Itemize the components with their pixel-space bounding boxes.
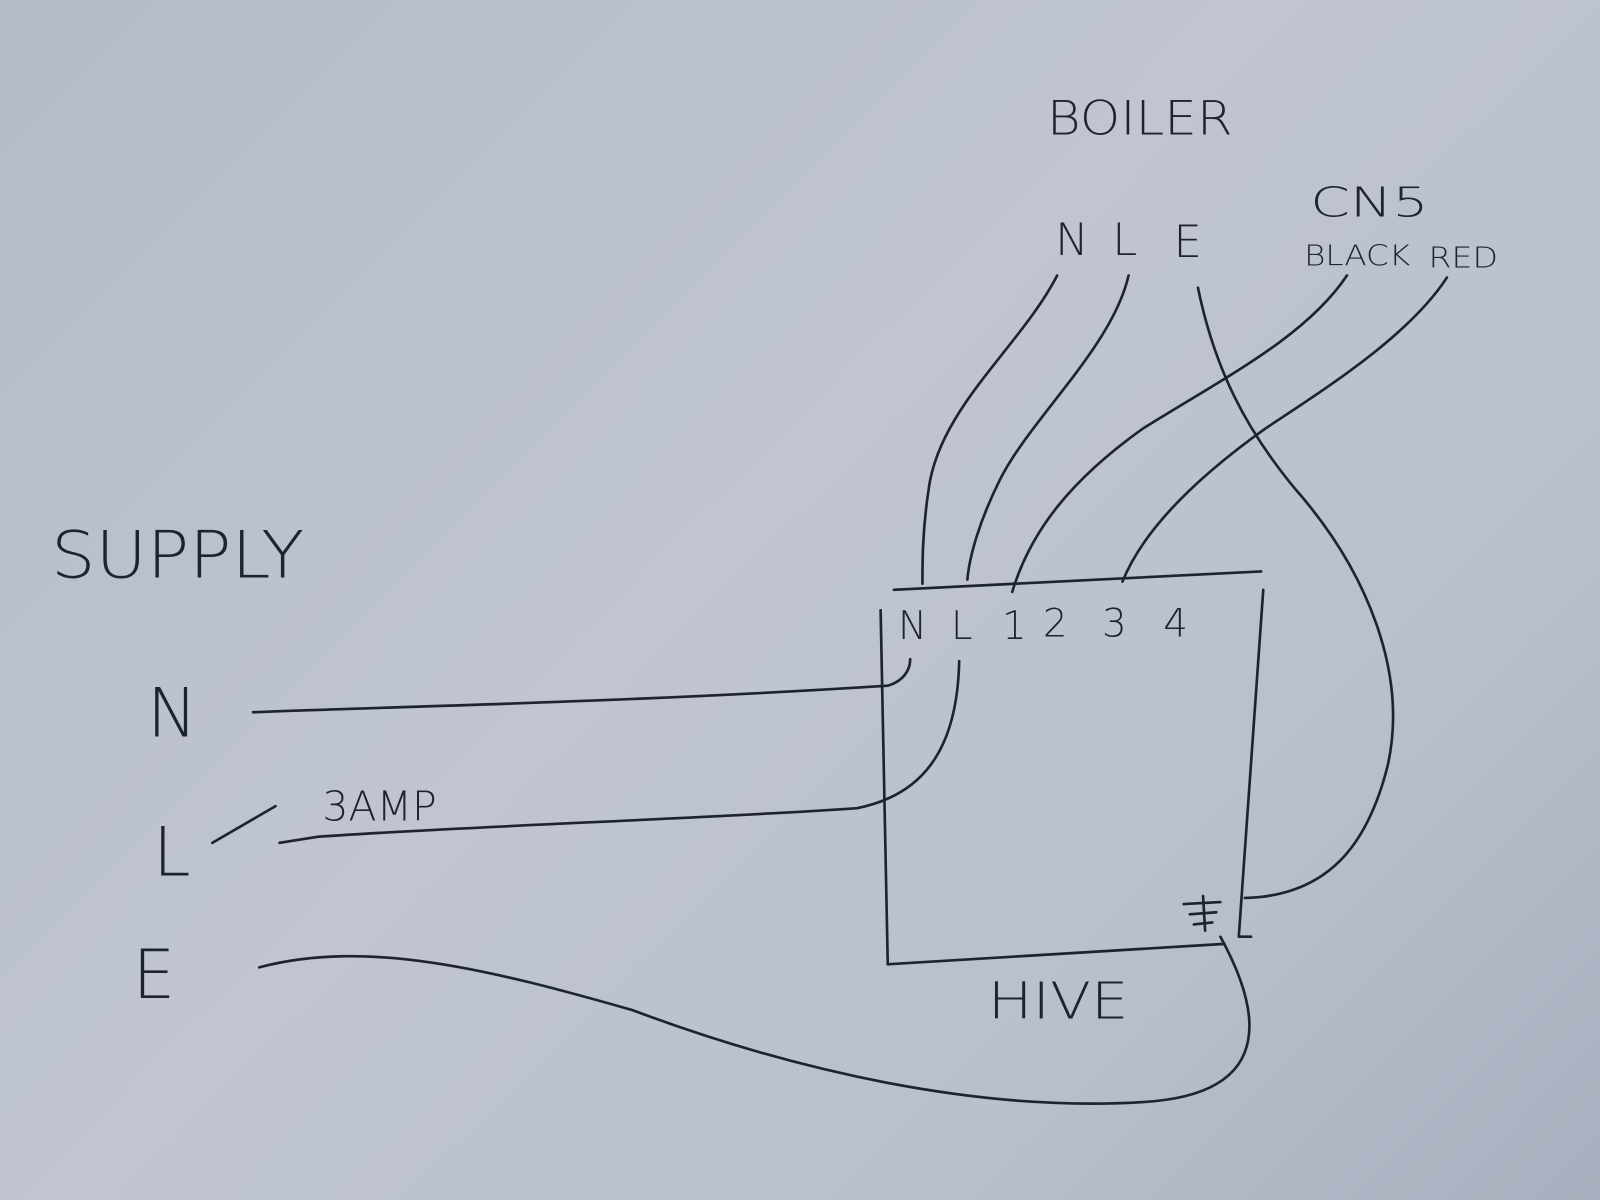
boiler-terminal-e: E (1173, 215, 1201, 268)
boiler-title: BOILER (1047, 92, 1233, 147)
wire-supply-earth (257, 935, 1251, 1105)
hive-terminal-n: N (898, 604, 927, 649)
boiler-terminal-n: N (1055, 213, 1089, 266)
hive-title: HIVE (988, 972, 1129, 1031)
supply-terminal-e: E (133, 935, 176, 1014)
hive-terminal-l: L (951, 604, 973, 649)
hive-box-outline (879, 570, 1265, 966)
hive-terminal-2: 2 (1043, 602, 1068, 647)
wire-cn5-red (1121, 276, 1449, 583)
cn5-wire-black: BLACK (1304, 238, 1410, 272)
supply-terminal-n: N (147, 674, 197, 753)
hive-terminal-1: 1 (1002, 604, 1027, 649)
supply-title: SUPPLY (51, 518, 304, 594)
wire-supply-l (210, 659, 961, 845)
wire-boiler-earth (1196, 286, 1395, 900)
cn5-wire-red: RED (1429, 240, 1498, 274)
fuse-label: 3AMP (322, 782, 436, 830)
wire-cn5-black (1010, 274, 1349, 594)
hive-terminal-4: 4 (1163, 602, 1188, 647)
wire-boiler-l (966, 274, 1130, 581)
boiler-terminal-l: L (1112, 213, 1137, 266)
cn5-title: CN5 (1310, 178, 1428, 226)
wire-supply-n (251, 657, 912, 714)
earth-terminal-icon (1182, 894, 1222, 932)
supply-terminal-l: L (153, 813, 191, 892)
hive-terminal-3: 3 (1102, 602, 1127, 647)
wire-boiler-n (921, 274, 1059, 585)
